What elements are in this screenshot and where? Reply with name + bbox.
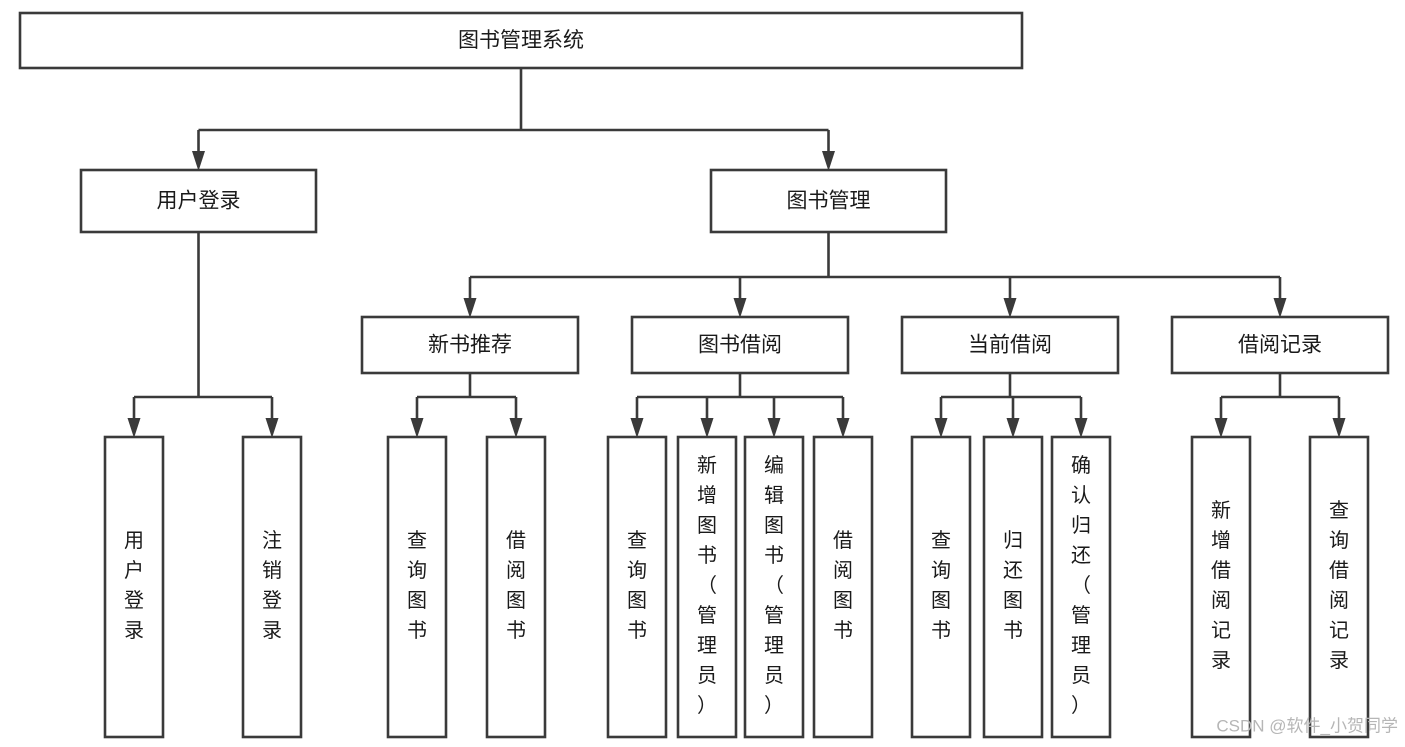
node-box bbox=[812, 435, 874, 739]
node-label: 当前借阅 bbox=[968, 334, 1052, 357]
node-book-borrow[interactable]: 图书借阅 bbox=[630, 315, 850, 375]
node-leaf-borrow-book-1[interactable]: 借阅图书 bbox=[485, 435, 547, 739]
node-leaf-query-book-3[interactable]: 查询图书 bbox=[910, 435, 972, 739]
node-label: 归还图书 bbox=[1003, 529, 1023, 642]
node-box bbox=[676, 435, 738, 739]
node-label: 新增借阅记录 bbox=[1211, 499, 1231, 672]
arrow-head-icon bbox=[1214, 418, 1228, 438]
connector-group-book-borrow bbox=[630, 373, 850, 438]
node-leaf-user-login[interactable]: 用户登录 bbox=[103, 435, 165, 739]
node-label: 查询借阅记录 bbox=[1329, 499, 1349, 672]
node-box bbox=[900, 315, 1120, 375]
node-current-borrow[interactable]: 当前借阅 bbox=[900, 315, 1120, 375]
node-box bbox=[103, 435, 165, 739]
arrow-head-icon bbox=[630, 418, 644, 438]
connector-group-user-login bbox=[127, 232, 279, 438]
arrow-head-icon bbox=[509, 418, 523, 438]
node-leaf-logout-login[interactable]: 注销登录 bbox=[241, 435, 303, 739]
node-label: 图书借阅 bbox=[698, 334, 782, 357]
arrow-head-icon bbox=[733, 298, 747, 318]
node-box bbox=[79, 168, 318, 234]
node-box bbox=[18, 11, 1024, 70]
node-label: 借阅记录 bbox=[1238, 334, 1322, 357]
node-user-login[interactable]: 用户登录 bbox=[79, 168, 318, 234]
node-label: 新增图书（管理员） bbox=[697, 454, 717, 717]
connector-group-book-manage bbox=[463, 232, 1287, 318]
node-leaf-query-book-2[interactable]: 查询图书 bbox=[606, 435, 668, 739]
node-box bbox=[1308, 435, 1370, 739]
node-box bbox=[1170, 315, 1390, 375]
arrow-head-icon bbox=[1074, 418, 1088, 438]
connector-group-new-book-recommend bbox=[410, 373, 523, 438]
connectors-layer bbox=[127, 68, 1346, 438]
node-label: 借阅图书 bbox=[833, 529, 853, 642]
connector-group-borrow-record bbox=[1214, 373, 1346, 438]
node-leaf-add-book-admin[interactable]: 新增图书（管理员） bbox=[676, 435, 738, 739]
node-label: 确认归还（管理员） bbox=[1071, 454, 1091, 717]
node-new-book-recommend[interactable]: 新书推荐 bbox=[360, 315, 580, 375]
node-box bbox=[709, 168, 948, 234]
node-box bbox=[241, 435, 303, 739]
arrow-head-icon bbox=[1273, 298, 1287, 318]
node-box bbox=[386, 435, 448, 739]
arrow-head-icon bbox=[127, 418, 141, 438]
node-leaf-query-book-1[interactable]: 查询图书 bbox=[386, 435, 448, 739]
node-leaf-query-borrow-record[interactable]: 查询借阅记录 bbox=[1308, 435, 1370, 739]
node-label: 编辑图书（管理员） bbox=[764, 454, 784, 717]
node-box bbox=[982, 435, 1044, 739]
node-leaf-return-book[interactable]: 归还图书 bbox=[982, 435, 1044, 739]
arrow-head-icon bbox=[1006, 418, 1020, 438]
arrow-head-icon bbox=[265, 418, 279, 438]
arrow-head-icon bbox=[767, 418, 781, 438]
node-label: 查询图书 bbox=[407, 529, 427, 642]
node-box bbox=[606, 435, 668, 739]
node-box bbox=[910, 435, 972, 739]
node-label: 借阅图书 bbox=[506, 529, 526, 642]
arrow-head-icon bbox=[822, 151, 835, 171]
node-leaf-edit-book-admin[interactable]: 编辑图书（管理员） bbox=[743, 435, 805, 739]
arrow-head-icon bbox=[1003, 298, 1017, 318]
arrow-head-icon bbox=[836, 418, 850, 438]
node-root[interactable]: 图书管理系统 bbox=[18, 11, 1024, 70]
node-leaf-borrow-book-2[interactable]: 借阅图书 bbox=[812, 435, 874, 739]
node-box bbox=[360, 315, 580, 375]
csdn-watermark: CSDN @软件_小贺同学 bbox=[1216, 716, 1398, 735]
node-label: 新书推荐 bbox=[428, 334, 512, 357]
arrow-head-icon bbox=[192, 151, 205, 171]
arrow-head-icon bbox=[700, 418, 714, 438]
node-label: 图书管理系统 bbox=[458, 29, 584, 52]
arrow-head-icon bbox=[934, 418, 948, 438]
node-label: 用户登录 bbox=[157, 190, 241, 213]
node-box bbox=[1050, 435, 1112, 739]
nodes-layer: 图书管理系统用户登录图书管理新书推荐图书借阅当前借阅借阅记录用户登录注销登录查询… bbox=[18, 11, 1390, 739]
arrow-head-icon bbox=[1332, 418, 1346, 438]
connector-group-root bbox=[192, 68, 835, 171]
node-label: 查询图书 bbox=[627, 529, 647, 642]
node-box bbox=[743, 435, 805, 739]
node-label: 图书管理 bbox=[787, 190, 871, 213]
node-leaf-add-borrow-record[interactable]: 新增借阅记录 bbox=[1190, 435, 1252, 739]
arrow-head-icon bbox=[410, 418, 424, 438]
node-box bbox=[630, 315, 850, 375]
node-book-manage[interactable]: 图书管理 bbox=[709, 168, 948, 234]
node-box bbox=[1190, 435, 1252, 739]
node-leaf-confirm-return[interactable]: 确认归还（管理员） bbox=[1050, 435, 1112, 739]
arrow-head-icon bbox=[463, 298, 477, 318]
connector-group-current-borrow bbox=[934, 373, 1088, 438]
node-label: 用户登录 bbox=[124, 530, 144, 642]
node-label: 查询图书 bbox=[931, 529, 951, 642]
node-box bbox=[485, 435, 547, 739]
node-label: 注销登录 bbox=[262, 529, 282, 642]
node-borrow-record[interactable]: 借阅记录 bbox=[1170, 315, 1390, 375]
